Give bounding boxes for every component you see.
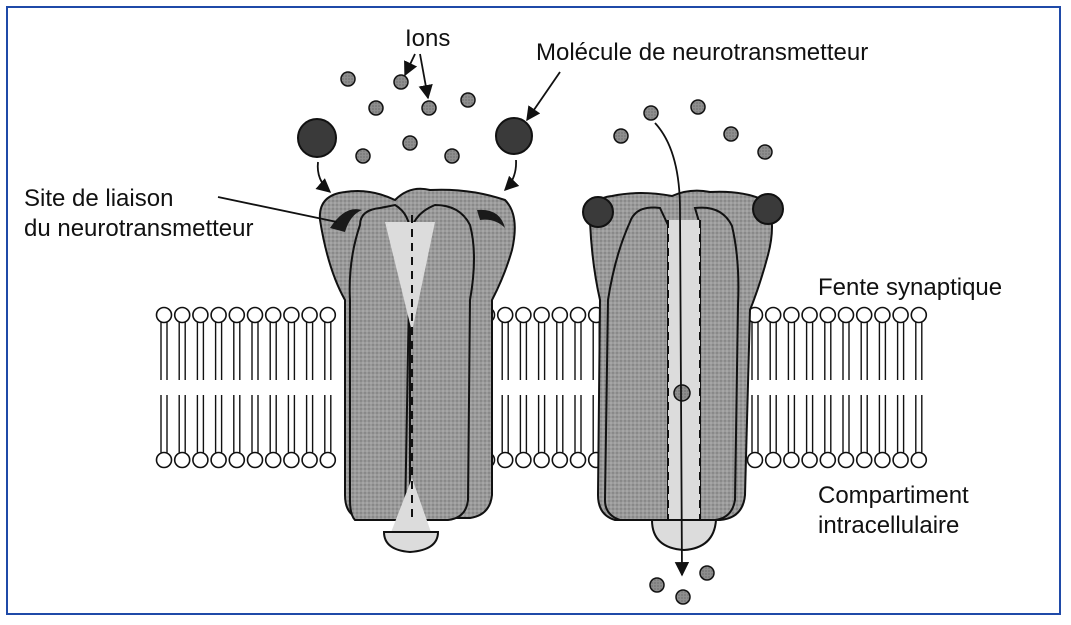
phospholipid-head	[211, 453, 226, 468]
phospholipid-head	[766, 453, 781, 468]
phospholipid-head	[284, 308, 299, 323]
phospholipid-head	[911, 453, 926, 468]
phospholipid-head	[302, 453, 317, 468]
closed-receptor-channel	[320, 189, 515, 552]
phospholipid-head	[175, 453, 190, 468]
phospholipid-head	[266, 308, 281, 323]
phospholipid-head	[193, 308, 208, 323]
phospholipid-head	[766, 308, 781, 323]
phospholipid-head	[820, 453, 835, 468]
phospholipid-head	[229, 453, 244, 468]
label-intracellular-line2: intracellulaire	[818, 511, 959, 541]
phospholipid-head	[552, 453, 567, 468]
phospholipid-head	[875, 308, 890, 323]
phospholipid-head	[498, 308, 513, 323]
phospholipid-head	[820, 308, 835, 323]
phospholipid-head	[784, 308, 799, 323]
phospholipid-head	[498, 453, 513, 468]
phospholipid-head	[534, 308, 549, 323]
phospholipid-head	[875, 453, 890, 468]
membrane-bilayer-middle	[480, 308, 604, 468]
label-neurotransmitter: Molécule de neurotransmetteur	[536, 38, 868, 68]
phospholipid-head	[516, 308, 531, 323]
phospholipid-head	[893, 308, 908, 323]
label-binding-site-line2: du neurotransmetteur	[24, 214, 253, 244]
label-synaptic-cleft: Fente synaptique	[818, 273, 1002, 303]
phospholipid-head	[320, 308, 335, 323]
membrane-bilayer-left	[157, 308, 336, 468]
ions-extracellular	[341, 72, 772, 163]
phospholipid-head	[534, 453, 549, 468]
label-intracellular-line1: Compartiment	[818, 481, 969, 511]
phospholipid-head	[802, 308, 817, 323]
neurotransmitter-molecule-right	[496, 118, 532, 154]
phospholipid-head	[839, 308, 854, 323]
phospholipid-head	[248, 453, 263, 468]
phospholipid-head	[802, 453, 817, 468]
bound-neurotransmitter-left	[583, 197, 613, 227]
phospholipid-head	[248, 308, 263, 323]
label-ions: Ions	[405, 24, 450, 54]
phospholipid-head	[571, 453, 586, 468]
phospholipid-head	[229, 308, 244, 323]
phospholipid-head	[193, 453, 208, 468]
membrane-bilayer-right	[748, 308, 927, 468]
phospholipid-head	[784, 453, 799, 468]
phospholipid-head	[157, 308, 172, 323]
phospholipid-head	[516, 453, 531, 468]
neurotransmitter-molecule-left	[298, 119, 336, 157]
phospholipid-head	[157, 453, 172, 468]
phospholipid-head	[893, 453, 908, 468]
phospholipid-head	[857, 453, 872, 468]
phospholipid-head	[284, 453, 299, 468]
phospholipid-head	[571, 308, 586, 323]
phospholipid-head	[748, 453, 763, 468]
phospholipid-head	[211, 308, 226, 323]
open-receptor-channel	[583, 191, 783, 550]
phospholipid-head	[911, 308, 926, 323]
phospholipid-head	[320, 453, 335, 468]
ion-in-channel	[674, 385, 690, 401]
phospholipid-head	[175, 308, 190, 323]
phospholipid-head	[857, 308, 872, 323]
label-binding-site-line1: Site de liaison	[24, 184, 173, 214]
phospholipid-head	[302, 308, 317, 323]
phospholipid-head	[266, 453, 281, 468]
phospholipid-head	[839, 453, 854, 468]
phospholipid-head	[552, 308, 567, 323]
bound-neurotransmitter-right	[753, 194, 783, 224]
